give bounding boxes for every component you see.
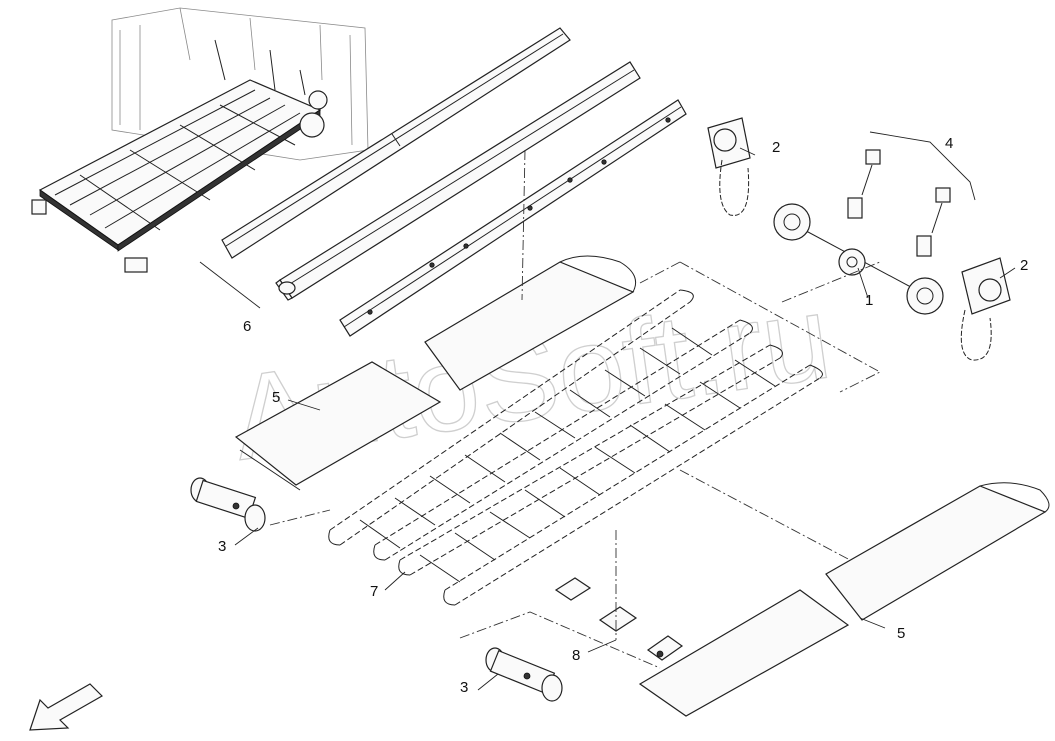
guide-strips [199,27,687,337]
callout-7: 7 [370,583,378,600]
drive-units [707,117,1011,361]
connector-clips [554,577,684,661]
callout-5-left: 5 [272,389,280,406]
roller-shafts [190,477,563,702]
callout-8: 8 [572,647,580,664]
conveyor-chains [328,289,823,606]
leader-lines [234,131,1016,691]
sensor-units [847,149,951,257]
callout-3-bottom: 3 [460,679,468,696]
callout-2-right: 2 [1020,257,1028,274]
assembly-lines [269,149,881,669]
callout-5-right: 5 [897,625,905,642]
callout-6: 6 [243,318,251,335]
callout-1: 1 [865,292,873,309]
machine-context-view [31,7,369,273]
callout-2-top: 2 [772,139,780,156]
callout-labels: 1 2 2 3 3 4 5 5 6 7 8 [218,135,1028,696]
callout-3-left: 3 [218,538,226,555]
cover-plates [234,255,1050,717]
callout-4: 4 [945,135,953,152]
drive-shaft [773,203,944,315]
arrow-down-left-icon [29,683,103,731]
